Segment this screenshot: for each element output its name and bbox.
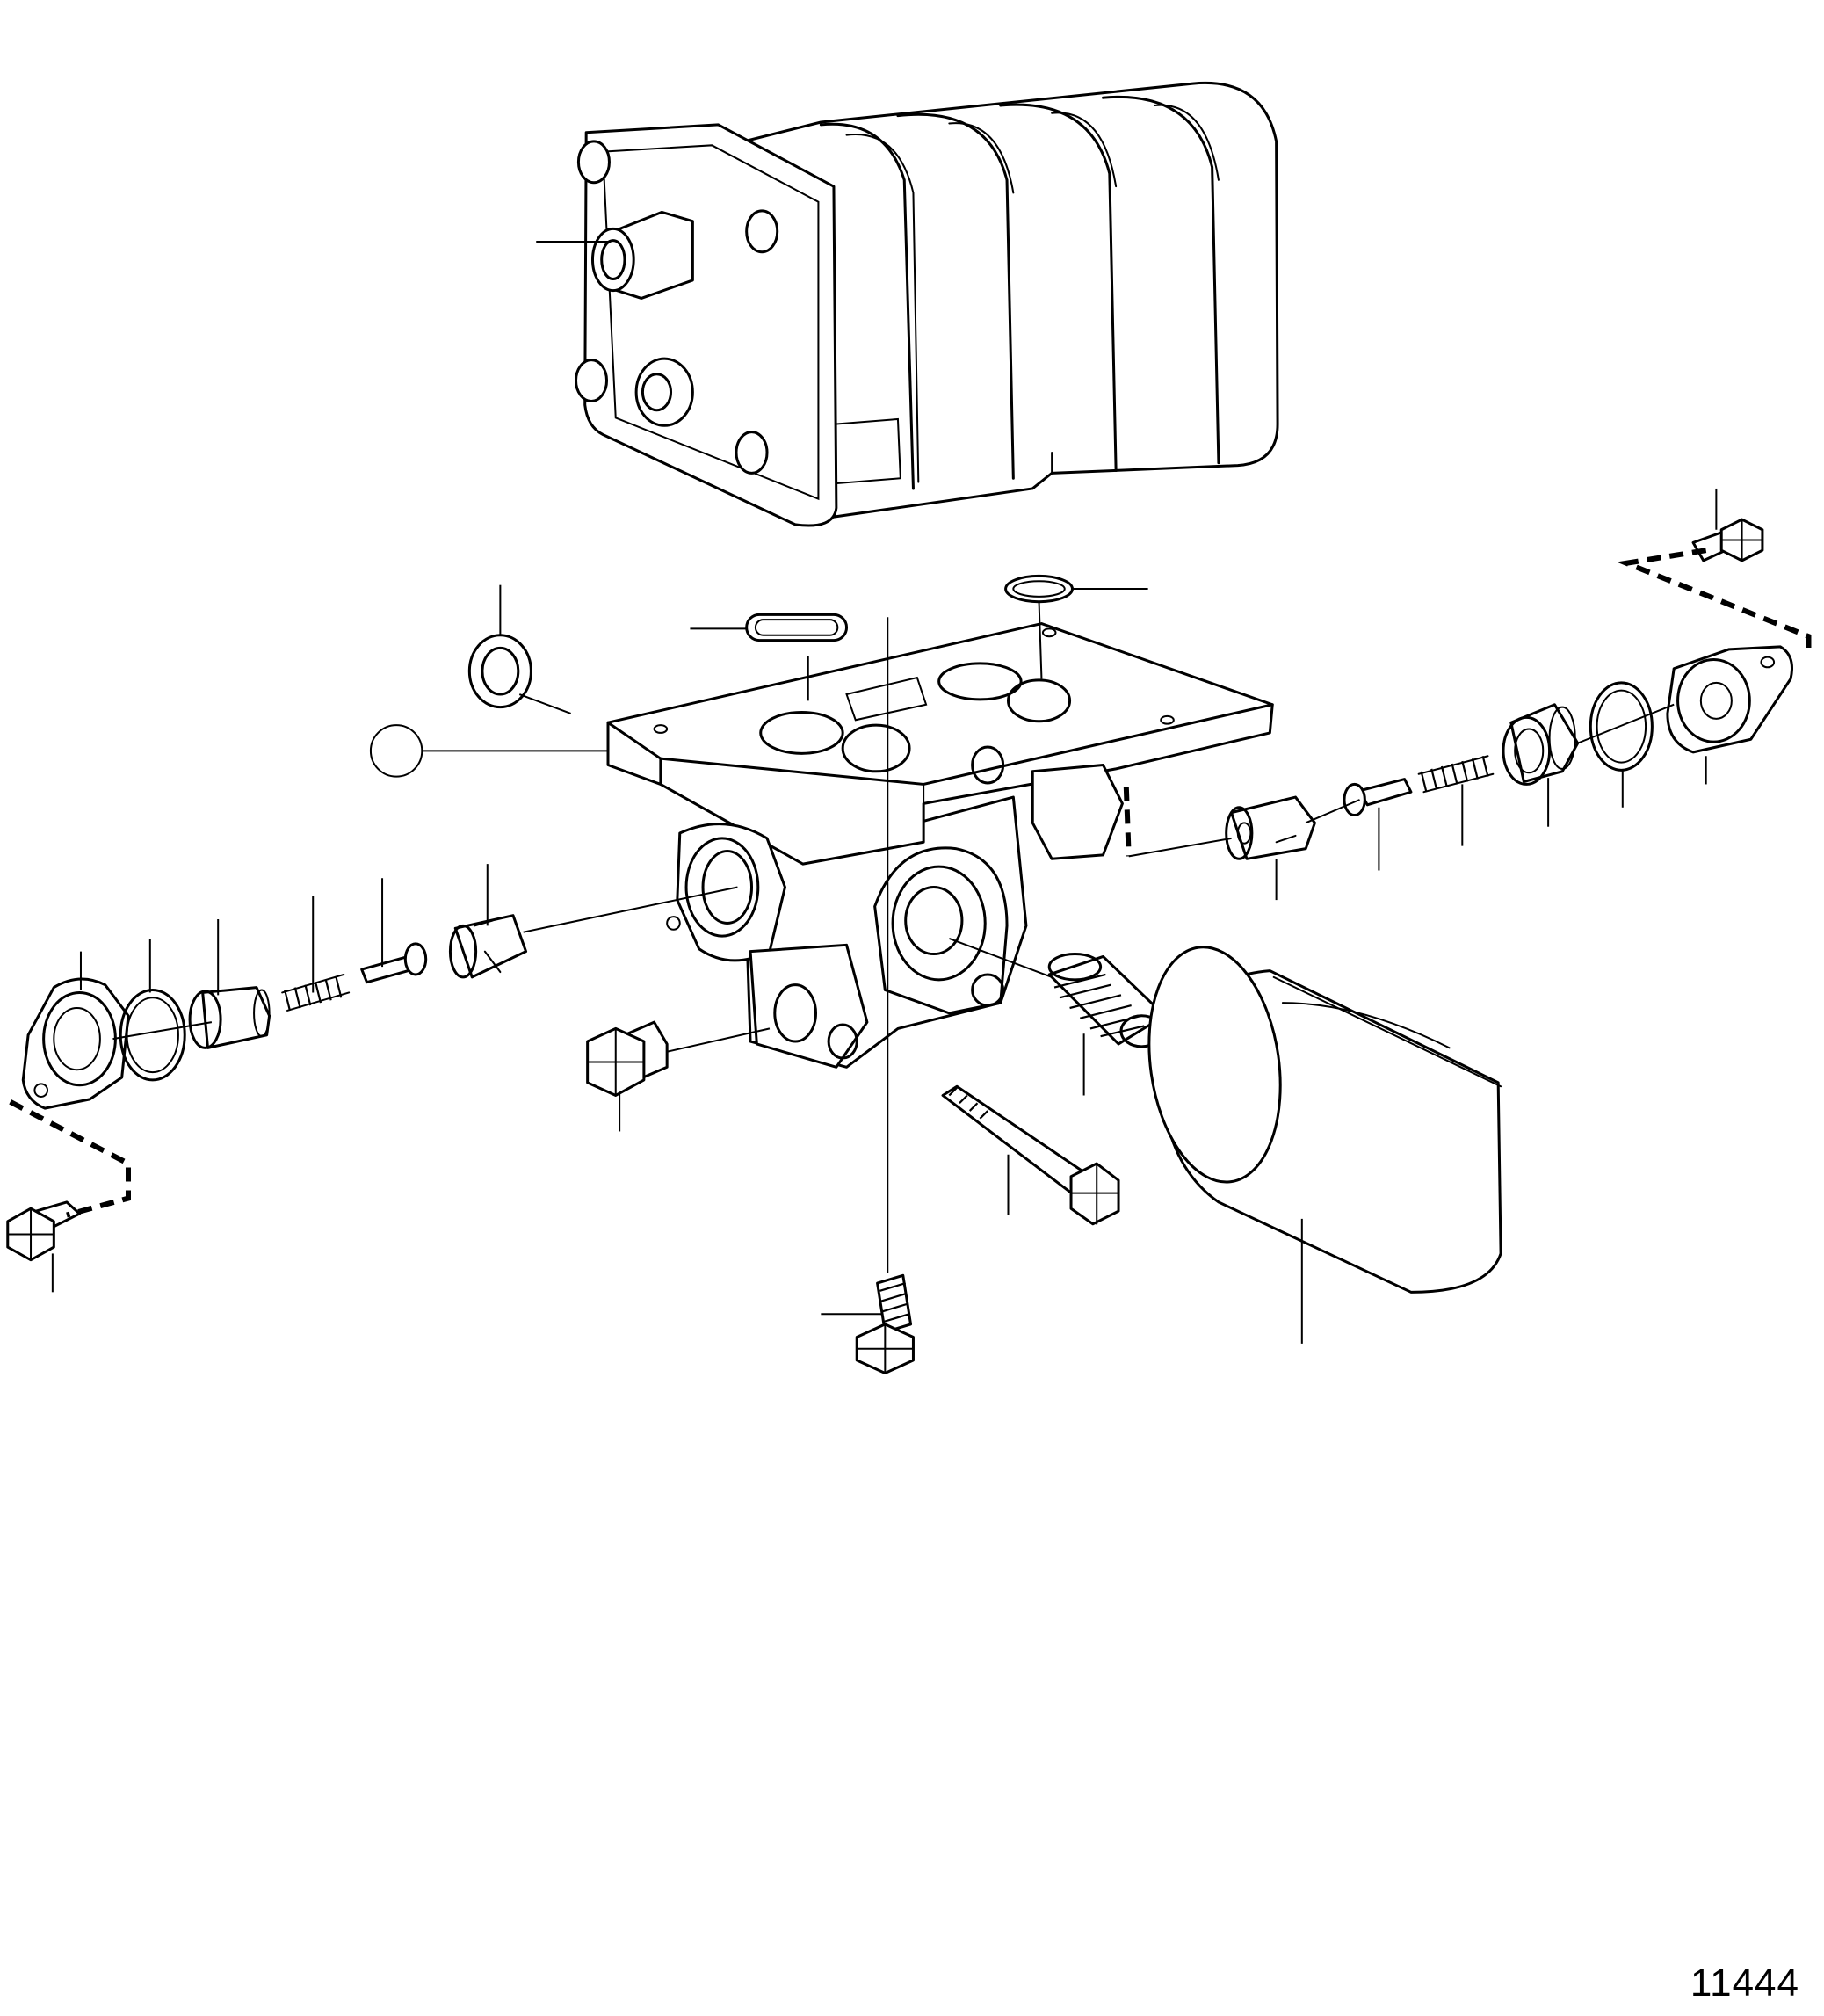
- o-ring-right: [1590, 683, 1652, 770]
- dashed-connector-left: [11, 1102, 128, 1215]
- screw-left: [8, 1202, 80, 1260]
- valve-cover-right: [1668, 647, 1792, 752]
- valve-pin-left: [362, 944, 426, 983]
- dashed-connector-right: [1626, 550, 1808, 649]
- dashed-connector-center: [1126, 787, 1129, 856]
- part-leader-lines: [53, 242, 1717, 1344]
- o-ring-left: [120, 990, 185, 1080]
- valve-pin-right: [1344, 780, 1411, 816]
- slotted-sleeve-right: [1227, 797, 1315, 859]
- slotted-sleeve-left: [450, 916, 525, 977]
- screw-right: [1693, 519, 1762, 561]
- seal-ring-washer: [469, 635, 531, 707]
- assembly-axis-lines: [112, 602, 1674, 1273]
- cooler-gasket-oval: [747, 614, 847, 640]
- figure-reference-number: 11444: [1690, 1962, 1799, 2005]
- position-marker-circle: [371, 725, 422, 777]
- long-bolt: [943, 1086, 1118, 1224]
- drain-plug: [588, 1022, 668, 1095]
- valve-piston-left: [190, 988, 270, 1048]
- valve-cover-left: [23, 979, 128, 1108]
- filter-bracket-housing: [608, 624, 1272, 1068]
- valve-piston-right: [1503, 705, 1578, 785]
- threaded-nipple: [1049, 954, 1164, 1047]
- oil-filter: [1135, 939, 1502, 1292]
- bottom-screw: [857, 1275, 913, 1373]
- spring-left: [282, 975, 349, 1011]
- oil-cooler: [576, 83, 1278, 526]
- spring-right: [1419, 756, 1494, 792]
- cooler-seal-ring-small: [1006, 576, 1073, 601]
